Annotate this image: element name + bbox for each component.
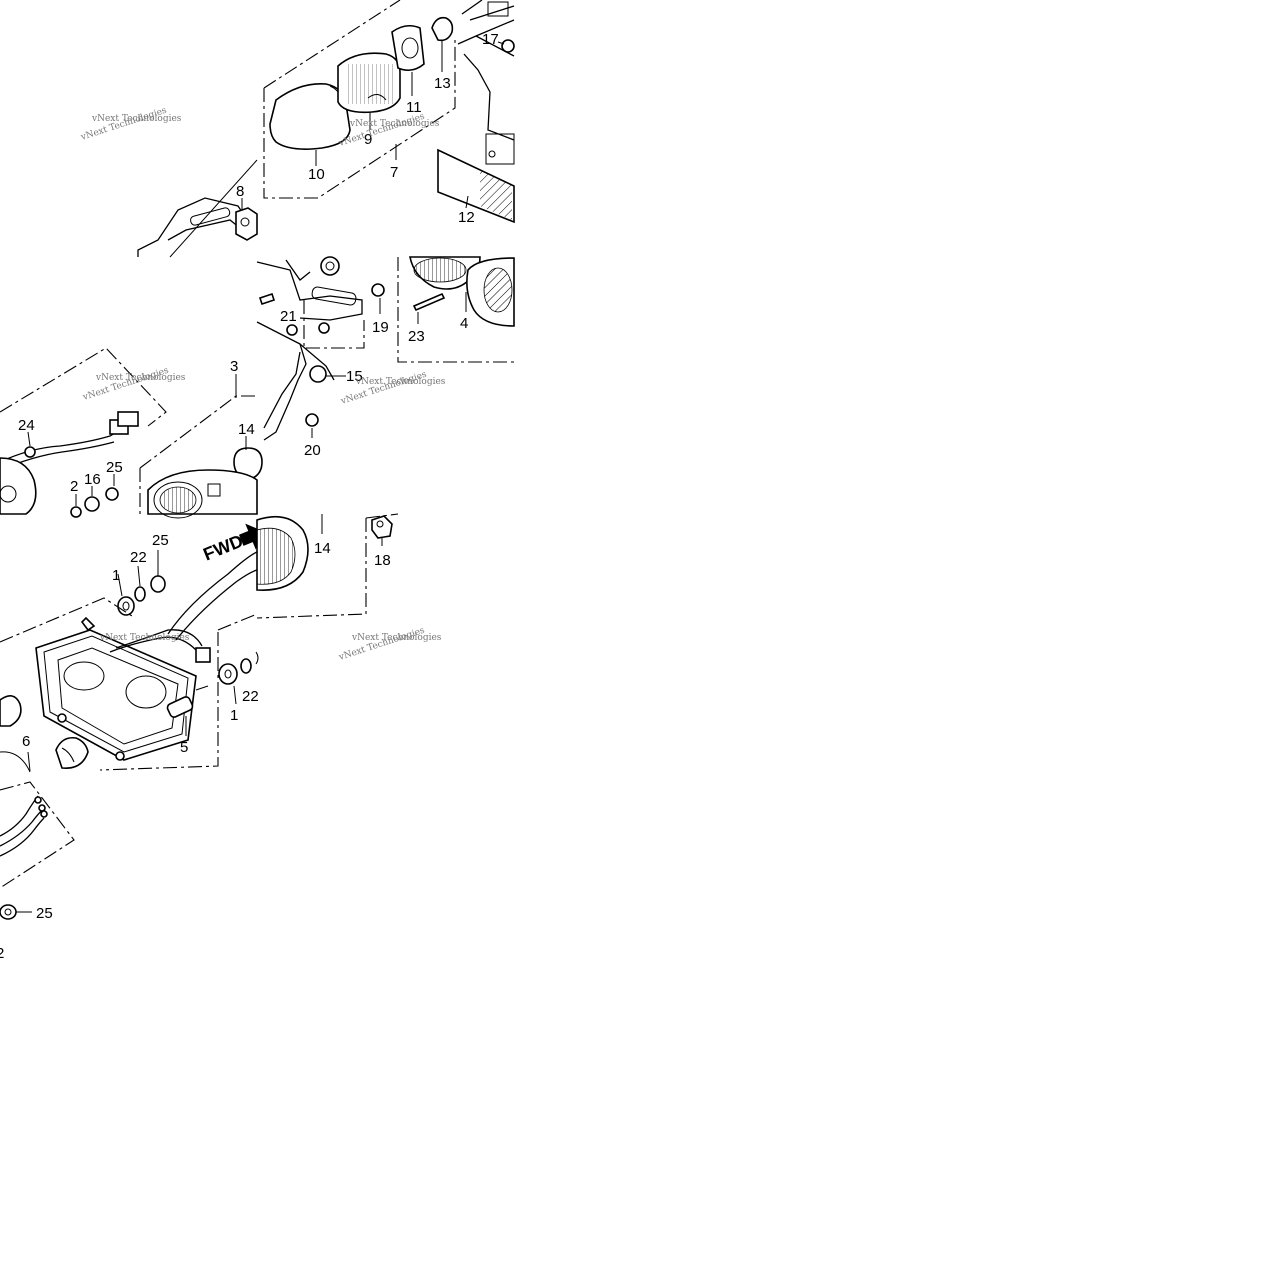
callout-15: 15 [346,368,363,385]
tile-top-right: 10 9 11 13 17 12 7 vNext Technol [263,0,515,226]
part-18-clip [371,515,393,539]
part-25-nut-b [150,575,166,593]
callout-4: 4 [460,315,468,332]
callout-2: 2 [70,478,78,495]
part-11-gasket [391,24,425,72]
callout-23: 23 [408,328,425,345]
tile-lower-middle: 14 18 1 22 vNext Technologies vNext Tech… [218,513,442,724]
callout-11: 11 [406,99,422,116]
callout-14: 14 [238,421,255,438]
callout-3: 3 [230,358,238,375]
callout-10: 10 [308,166,325,183]
callout-5: 5 [180,739,188,756]
callout-12: 12 [458,209,475,226]
watermark-6b: vNext Technologies [337,626,426,664]
connector-b [117,411,139,427]
lamp-base-housing [35,629,197,761]
watermark-3b: vNext Technologies [81,366,170,404]
part-10-lens [269,83,351,150]
callout-17: 17 [482,31,499,48]
part-21-washer [286,324,298,336]
part-6-bulb [55,736,89,769]
callout-18: 18 [374,552,391,569]
fwd-label: FWD [200,531,245,565]
part-8-grommet [235,207,258,241]
part-25-nut [105,487,119,501]
connector-c [195,647,211,663]
part-20-nut [305,413,319,427]
callout-20: 20 [304,442,321,459]
watermark-1: vNext Technologies [91,114,182,124]
tile-top-left: 8 vNext Technologies vNext Technologies [79,106,258,258]
watermark-6: vNext Technologies [351,633,442,643]
tile-lower-left: FWD 1 22 25 5 [0,523,264,773]
callout-1b: 1 [230,707,238,724]
tile-middle-left: 24 2 16 25 3 14 vNext Technologies vNext… [0,347,263,519]
callout-25b: 25 [152,532,169,549]
callout-19: 19 [372,319,389,336]
part-17-bolt [501,39,515,53]
part-16-collar [84,496,100,512]
callout-13: 13 [434,75,451,92]
watermark-5: vNext Technologies [99,633,190,643]
callout-21: 21 [280,308,297,325]
watermark-3: vNext Technologies [95,373,186,383]
callout-16: 16 [84,471,101,488]
callout-9: 9 [364,131,372,148]
watermark-1b: vNext Technologies [79,106,168,144]
callout-6: 6 [22,733,30,750]
watermark-4: vNext Technologies [355,377,446,387]
callout-8: 8 [236,183,244,200]
tile-bottom-left: 25 2 [0,781,75,962]
part-23-screw [412,292,446,312]
callout-25c: 25 [36,905,53,922]
part-25-nut-c [0,904,17,920]
callout-14b: 14 [314,540,331,557]
part-15-nut [309,365,327,383]
grommet-top [320,256,340,276]
part-22-washer [134,586,146,602]
part-24-nut [24,446,36,458]
tile-middle-right: 15 21 19 20 23 4 vNext Technologies [256,256,515,459]
part-13-bulb [431,16,454,42]
watermark-2: vNext Technologies [349,119,440,129]
lamp-base-left [0,457,37,515]
callout-7: 7 [390,164,398,181]
part-1-spacer [117,596,135,616]
callout-24: 24 [18,417,35,434]
part-19-nut [371,283,385,297]
callout-22b: 22 [242,688,259,705]
callout-2b: 2 [0,945,4,962]
callout-22: 22 [130,549,147,566]
callout-1: 1 [112,567,120,584]
part-22-washer-b [240,658,252,674]
part-1-spacer-b [218,663,238,685]
callout-25: 25 [106,459,123,476]
